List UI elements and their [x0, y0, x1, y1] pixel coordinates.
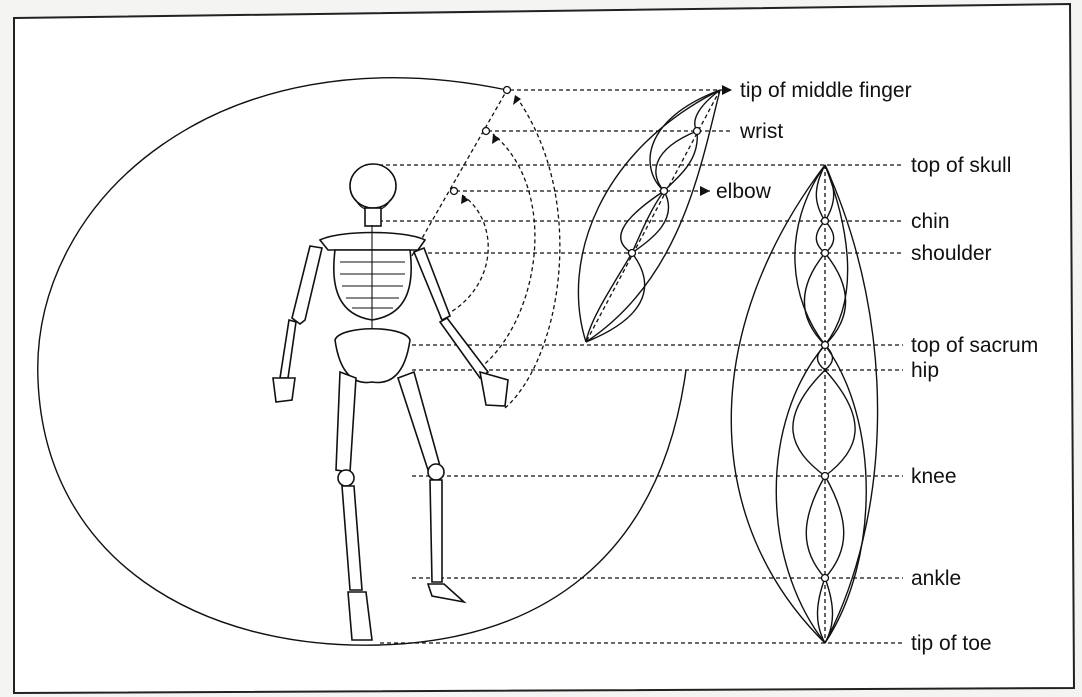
left-hand [273, 378, 295, 402]
node-knee [822, 473, 829, 480]
node-elbow [661, 188, 668, 195]
label-top-of-sacrum: top of sacrum [911, 334, 1038, 357]
node-arc-elbow [451, 188, 458, 195]
label-wrist: wrist [739, 120, 783, 143]
label-hip: hip [911, 359, 939, 382]
node-wrist [694, 128, 701, 135]
label-chin: chin [911, 210, 950, 233]
node-shoulder [822, 250, 829, 257]
label-tip-of-toe: tip of toe [911, 632, 992, 655]
label-top-of-skull: top of skull [911, 154, 1011, 177]
node-arc-finger [504, 87, 511, 94]
label-tip-of-middle-finger: tip of middle finger [740, 79, 912, 102]
node-ankle [822, 575, 829, 582]
node-top-of-sacrum [822, 342, 829, 349]
label-ankle: ankle [911, 567, 961, 590]
left-knee-cap [338, 470, 354, 486]
label-knee: knee [911, 465, 957, 488]
label-elbow: elbow [716, 180, 772, 203]
right-knee-cap [428, 464, 444, 480]
node-arc-wrist [483, 128, 490, 135]
label-shoulder: shoulder [911, 242, 992, 265]
neck [365, 208, 381, 226]
right-tibia [430, 480, 442, 582]
node-chin [822, 218, 829, 225]
node-shoulder-arm [629, 250, 636, 257]
